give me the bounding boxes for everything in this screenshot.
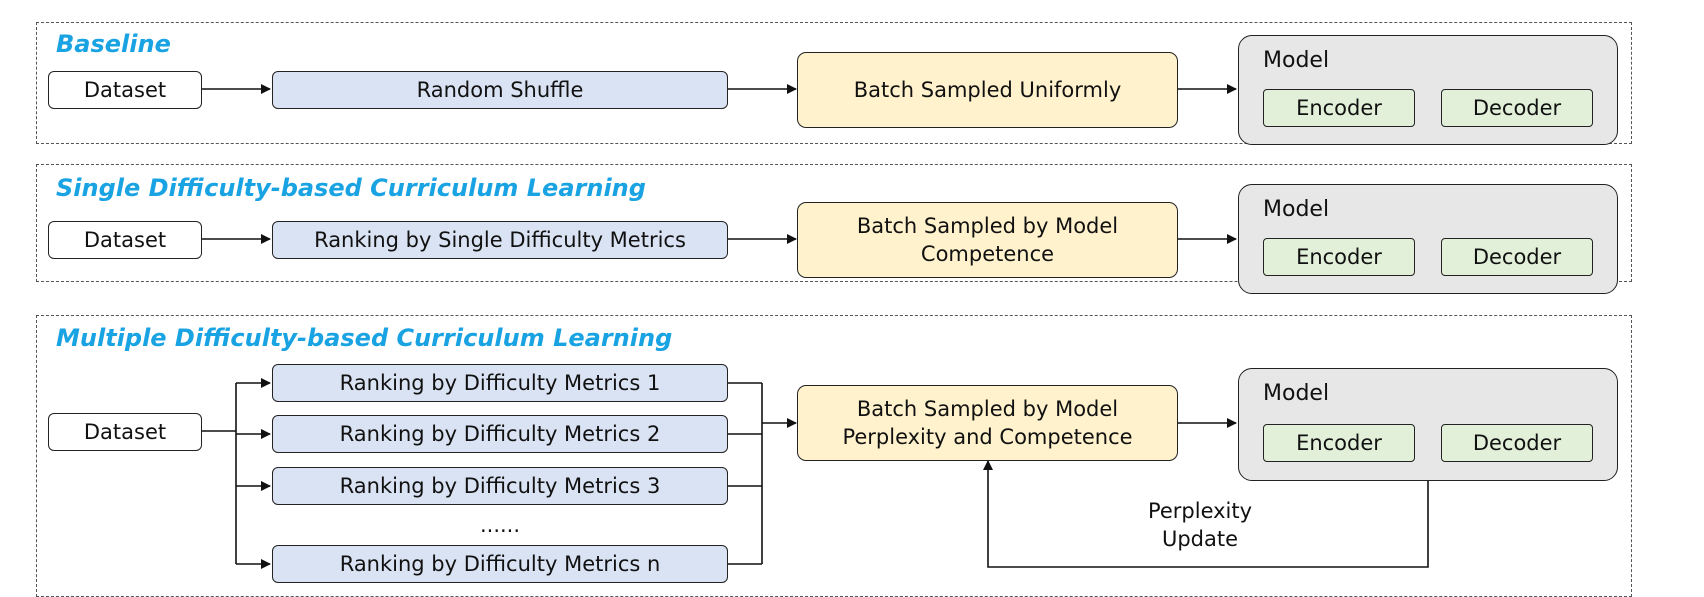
random-shuffle-box: Random Shuffle [272, 71, 728, 109]
decoder-box: Decoder [1441, 424, 1593, 462]
single-cl-title: Single Difficulty-based Curriculum Learn… [56, 174, 646, 202]
multiple-cl-title: Multiple Difficulty-based Curriculum Lea… [56, 324, 673, 352]
ellipsis: ...... [479, 513, 521, 537]
dataset-box: Dataset [48, 413, 202, 451]
single-ranking-box: Ranking by Single Difficulty Metrics [272, 221, 728, 259]
dataset-box: Dataset [48, 71, 202, 109]
batch-perplexity-competence-box: Batch Sampled by Model Perplexity and Co… [797, 385, 1178, 461]
ranking-box-n: Ranking by Difficulty Metrics n [272, 545, 728, 583]
ranking-box-1: Ranking by Difficulty Metrics 1 [272, 364, 728, 402]
single-cl-panel [36, 164, 1632, 282]
model-box: Model Encoder Decoder [1238, 35, 1618, 145]
perplexity-update-label: Perplexity Update [1147, 499, 1253, 551]
ranking-box-3: Ranking by Difficulty Metrics 3 [272, 467, 728, 505]
baseline-panel [36, 22, 1632, 144]
perplexity-feedback-loop [983, 460, 1429, 568]
decoder-box: Decoder [1441, 238, 1593, 276]
decoder-box: Decoder [1441, 89, 1593, 127]
model-label: Model [1263, 48, 1330, 73]
encoder-box: Encoder [1263, 424, 1415, 462]
dataset-box: Dataset [48, 221, 202, 259]
model-box: Model Encoder Decoder [1238, 368, 1618, 481]
encoder-box: Encoder [1263, 89, 1415, 127]
encoder-box: Encoder [1263, 238, 1415, 276]
baseline-title: Baseline [56, 30, 171, 58]
model-label: Model [1263, 197, 1330, 222]
model-box: Model Encoder Decoder [1238, 184, 1618, 294]
ranking-box-2: Ranking by Difficulty Metrics 2 [272, 415, 728, 453]
batch-uniform-box: Batch Sampled Uniformly [797, 52, 1178, 128]
batch-competence-box: Batch Sampled by Model Competence [797, 202, 1178, 278]
model-label: Model [1263, 381, 1330, 406]
